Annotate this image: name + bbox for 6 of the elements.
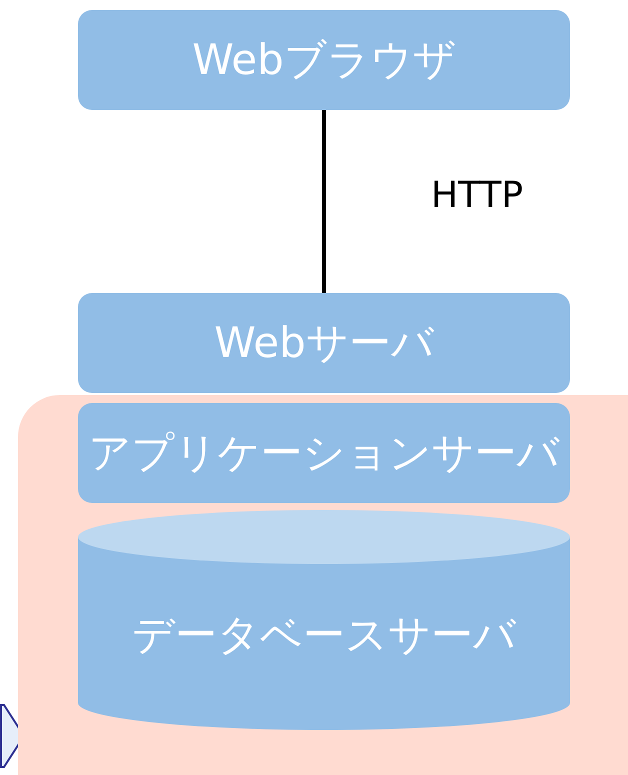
server-box: アプリケーションサーバ — [78, 403, 570, 503]
browser-box: Webブラウザ — [78, 10, 570, 110]
node-label: データベースサーバ — [132, 609, 516, 661]
group-panel — [18, 395, 628, 775]
connector-line — [322, 110, 326, 293]
server-box: Webサーバ — [78, 293, 570, 393]
